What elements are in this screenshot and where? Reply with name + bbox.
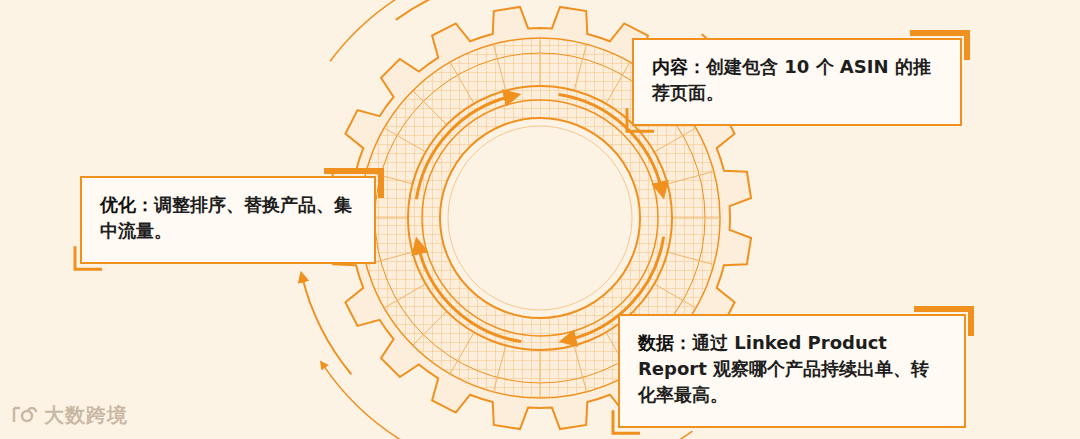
ring [422, 100, 658, 336]
spoke [493, 346, 505, 392]
spoke [384, 128, 426, 152]
spoke [574, 44, 586, 90]
spoke [606, 62, 630, 104]
cycle-arrow [418, 245, 521, 341]
spoke [413, 311, 447, 345]
logo-stroke [14, 408, 36, 422]
outer-arrow [330, 0, 408, 61]
callout-box: 优化：调整排序、替换产品、集中流量。 [80, 176, 376, 264]
spoke [654, 284, 696, 308]
spoke [654, 128, 696, 152]
outer-arrow [323, 364, 408, 439]
watermark: 大数跨境 [44, 402, 128, 429]
callout-box: 内容：创建包含 10 个 ASIN 的推荐页面。 [632, 38, 962, 126]
spoke [574, 346, 586, 392]
spoke [672, 218, 720, 219]
callout-box: 数据：通过 Linked Product Report 观察哪个产品持续出单、转… [618, 314, 966, 428]
inner-circle [440, 118, 640, 318]
spoke [668, 252, 714, 264]
watermark-logo [10, 404, 40, 428]
outer-arrow [396, 0, 497, 20]
spoke [540, 350, 541, 398]
inner-ring [448, 126, 632, 310]
spoke [493, 44, 505, 90]
cycle-arrow [416, 96, 512, 199]
spoke [450, 332, 474, 374]
spoke [450, 62, 474, 104]
callout-heading: 数据： [638, 332, 692, 353]
callout-heading: 优化： [100, 194, 154, 215]
spoke [668, 171, 714, 183]
outer-arrow [302, 277, 351, 375]
spoke [540, 38, 541, 86]
spoke [384, 284, 426, 308]
callout-heading: 内容： [652, 56, 706, 77]
spoke [413, 91, 447, 125]
